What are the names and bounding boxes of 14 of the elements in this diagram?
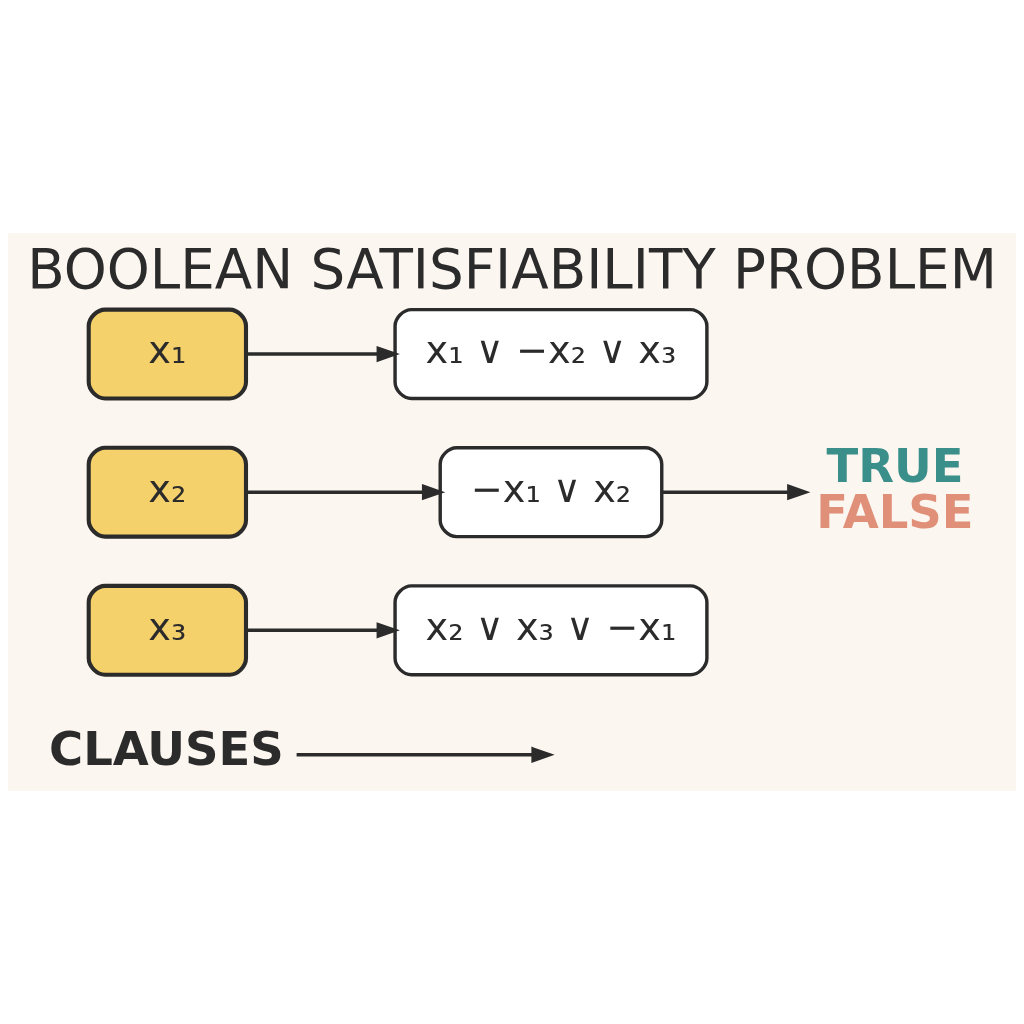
node-box: x₂ — [86, 445, 249, 539]
node-box: x₁ — [86, 307, 249, 401]
arrow — [246, 484, 446, 501]
diagram-title: BOOLEAN SATISFIABILITY PROBLEM — [27, 236, 997, 301]
node-box: x₃ — [86, 583, 249, 677]
node-box: x₂ ∨ x₃ ∨ −x₁ — [393, 584, 709, 677]
node-box: −x₁ ∨ x₂ — [438, 446, 664, 539]
arrow — [246, 345, 400, 363]
node-text: CLAUSES — [49, 722, 284, 777]
node-box: x₁ ∨ −x₂ ∨ x₃ — [393, 307, 709, 401]
arrow — [246, 622, 400, 639]
node-text: TRUE FALSE — [816, 438, 974, 539]
arrow — [661, 484, 811, 501]
arrow — [296, 746, 555, 763]
